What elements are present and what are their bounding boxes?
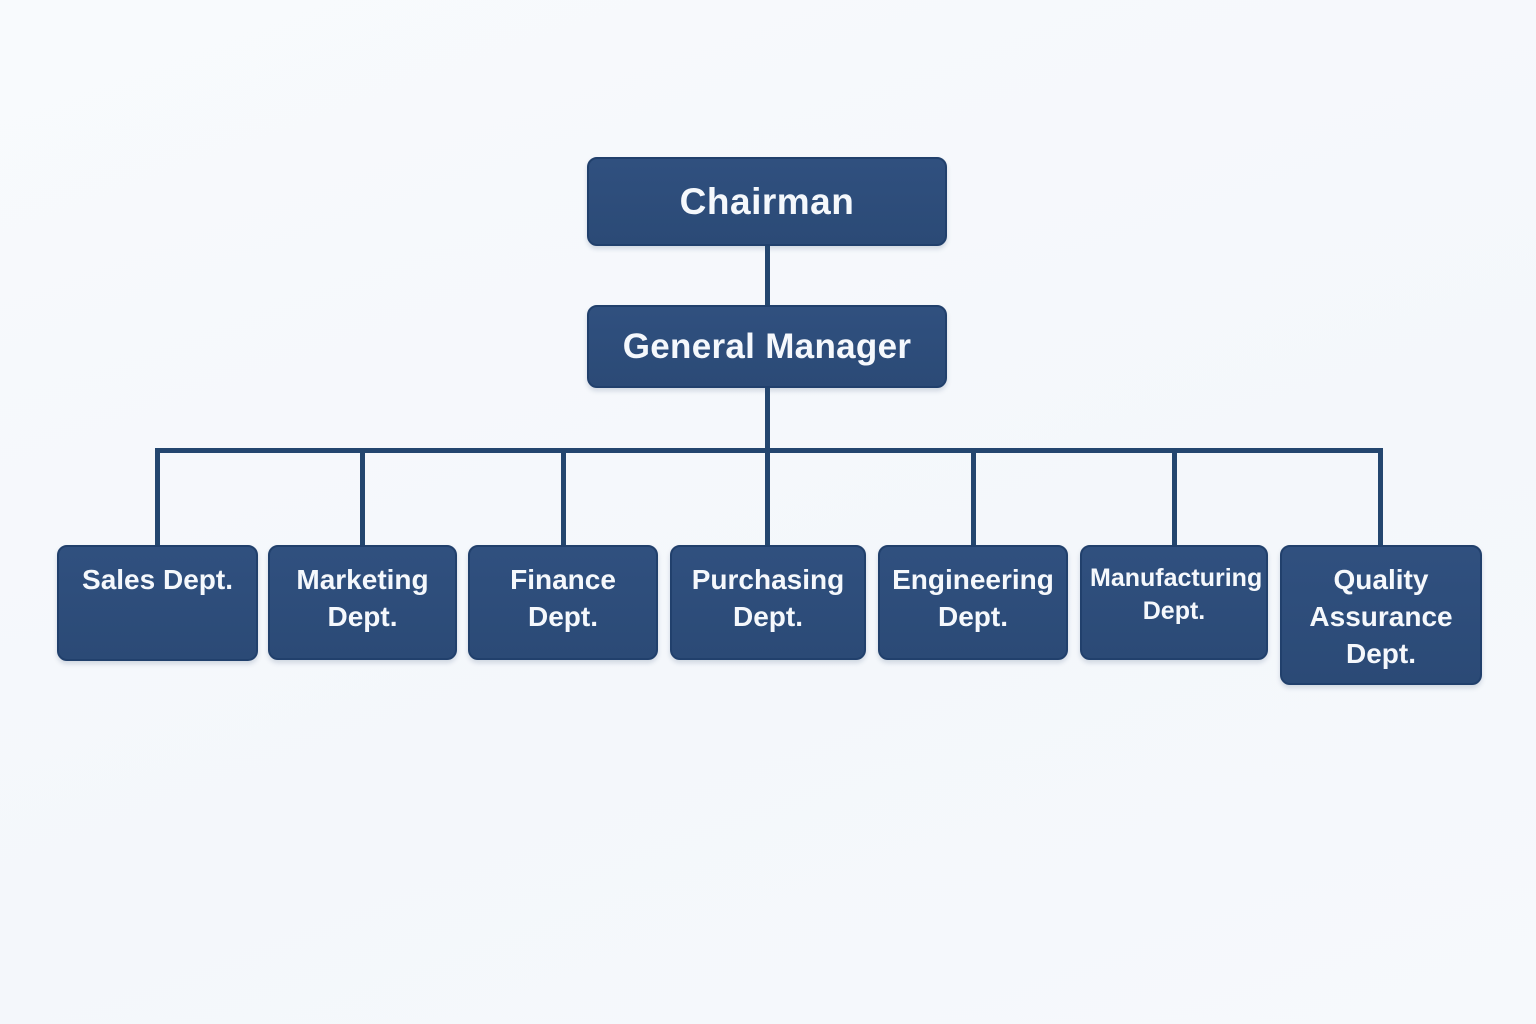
org-node-general-manager: General Manager	[587, 305, 947, 388]
org-node-manufacturing-dept: Manufacturing Dept.	[1080, 545, 1268, 660]
org-node-marketing-dept: Marketing Dept.	[268, 545, 457, 660]
org-node-finance-dept: Finance Dept.	[468, 545, 658, 660]
org-node-sales-dept: Sales Dept.	[57, 545, 258, 661]
connector-gm-to-bus	[765, 386, 770, 450]
connector-drop-sales	[155, 448, 160, 546]
connector-drop-manufacturing	[1172, 448, 1177, 546]
node-label-chairman: Chairman	[679, 180, 855, 222]
connector-drop-quality-assurance	[1378, 448, 1383, 546]
org-node-chairman: Chairman	[587, 157, 947, 246]
node-label-sales-dept: Sales Dept.	[82, 564, 233, 595]
org-node-purchasing-dept: Purchasing Dept.	[670, 545, 866, 660]
node-label-marketing-dept: Marketing Dept.	[296, 564, 429, 632]
connector-drop-engineering	[971, 448, 976, 546]
connector-drop-finance	[561, 448, 566, 546]
node-label-quality-assurance-dept: Quality Assurance Dept.	[1309, 564, 1453, 669]
node-label-engineering-dept: Engineering Dept.	[892, 564, 1054, 632]
node-label-manufacturing-dept: Manufacturing Dept.	[1090, 564, 1263, 625]
node-label-finance-dept: Finance Dept.	[510, 564, 616, 632]
connector-drop-marketing	[360, 448, 365, 546]
org-node-engineering-dept: Engineering Dept.	[878, 545, 1068, 660]
node-label-purchasing-dept: Purchasing Dept.	[691, 564, 845, 632]
org-node-quality-assurance-dept: Quality Assurance Dept.	[1280, 545, 1482, 685]
node-label-general-manager: General Manager	[622, 326, 912, 366]
connector-chairman-to-gm	[765, 245, 770, 306]
connector-drop-purchasing	[765, 448, 770, 546]
